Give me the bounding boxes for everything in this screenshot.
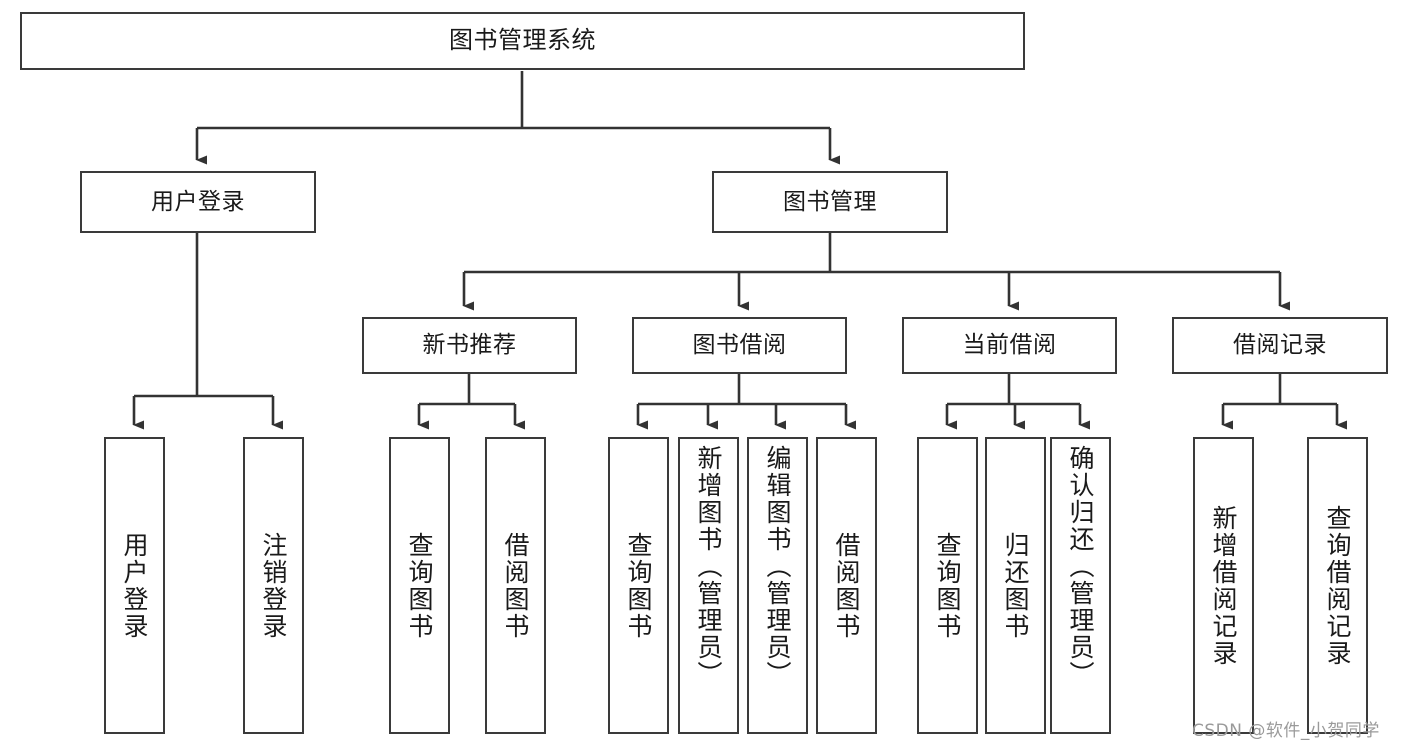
node-label: 新书推荐 [422,332,517,359]
node-book-management[interactable]: 图书管理 [712,171,948,233]
node-label: 查询图书 [933,531,962,640]
node-user-login[interactable]: 用户登录 [80,171,316,233]
node-leaf-query-book-2[interactable]: 查询图书 [608,437,669,734]
node-leaf-confirm-return[interactable]: 确认归还（管理员） [1050,437,1111,734]
node-leaf-return-book[interactable]: 归还图书 [985,437,1046,734]
node-label: 归还图书 [1001,531,1030,640]
node-label: 图书管理 [783,188,877,215]
node-label: 用户登录 [120,531,149,640]
node-leaf-borrow-book-1[interactable]: 借阅图书 [485,437,546,734]
node-leaf-query-book-1[interactable]: 查询图书 [389,437,450,734]
node-new-book-recommend[interactable]: 新书推荐 [362,317,577,374]
node-leaf-add-record[interactable]: 新增借阅记录 [1193,437,1254,734]
node-label: 查询借阅记录 [1323,504,1352,667]
node-leaf-logout-login[interactable]: 注销登录 [243,437,304,734]
node-current-borrow[interactable]: 当前借阅 [902,317,1117,374]
node-label: 用户登录 [151,188,245,215]
watermark: CSDN @软件_小贺同学 [1192,721,1380,741]
node-root-book-management-system[interactable]: 图书管理系统 [20,12,1025,70]
node-leaf-borrow-book-2[interactable]: 借阅图书 [816,437,877,734]
node-label: 注销登录 [259,531,288,640]
node-label: 当前借阅 [962,332,1057,359]
node-leaf-query-record[interactable]: 查询借阅记录 [1307,437,1368,734]
node-leaf-query-book-3[interactable]: 查询图书 [917,437,978,734]
node-label: 确认归还（管理员） [1066,445,1095,688]
node-label: 图书管理系统 [449,26,596,55]
node-label: 编辑图书（管理员） [763,445,792,688]
node-label: 借阅图书 [832,531,861,640]
node-leaf-add-book[interactable]: 新增图书（管理员） [678,437,739,734]
node-label: 借阅记录 [1233,332,1327,359]
node-book-borrow[interactable]: 图书借阅 [632,317,847,374]
node-borrow-record[interactable]: 借阅记录 [1172,317,1388,374]
node-label: 新增图书（管理员） [694,445,723,688]
node-label: 查询图书 [405,531,434,640]
node-label: 新增借阅记录 [1209,504,1238,667]
node-label: 查询图书 [624,531,653,640]
node-leaf-edit-book[interactable]: 编辑图书（管理员） [747,437,808,734]
node-label: 图书借阅 [692,332,787,359]
node-leaf-user-login[interactable]: 用户登录 [104,437,165,734]
node-label: 借阅图书 [501,531,530,640]
